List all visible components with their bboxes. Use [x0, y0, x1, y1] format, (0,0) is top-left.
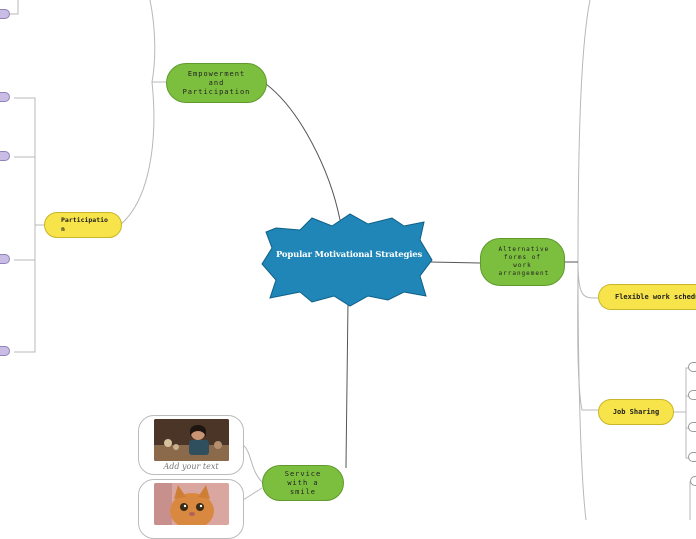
collapsed-child-node[interactable]: [0, 92, 10, 102]
node-job-sharing[interactable]: Job Sharing: [598, 399, 674, 425]
barista-photo: [154, 419, 229, 461]
node-participation[interactable]: Participatio n: [44, 212, 122, 238]
node-job-sharing-label: Job Sharing: [612, 407, 660, 416]
central-starburst[interactable]: [261, 213, 433, 307]
node-empowerment-participation[interactable]: Empowerment and Participation: [166, 63, 267, 103]
node-empowerment-label: Empowerment and Participation: [182, 69, 251, 96]
collapsed-child-node[interactable]: [690, 476, 696, 486]
image-card-cat[interactable]: [138, 479, 244, 539]
collapsed-child-node[interactable]: [0, 254, 10, 264]
image-card-barista[interactable]: Add your text: [138, 415, 244, 475]
node-service-label: Service with a smile: [284, 469, 322, 496]
collapsed-child-node[interactable]: [688, 422, 696, 432]
mind-map-canvas: [0, 0, 696, 520]
node-flexible-work-schedule[interactable]: Flexible work schedu: [598, 284, 696, 310]
collapsed-child-node[interactable]: [0, 151, 10, 161]
node-flexible-label: Flexible work schedu: [615, 292, 696, 301]
collapsed-child-node[interactable]: [0, 9, 10, 19]
collapsed-child-node[interactable]: [0, 346, 10, 356]
collapsed-child-node[interactable]: [688, 390, 696, 400]
node-participation-label: Participatio n: [61, 216, 108, 233]
central-topic-label: Popular Motivational Strategies: [275, 250, 423, 260]
collapsed-child-node[interactable]: [688, 452, 696, 462]
cat-photo: [154, 483, 229, 525]
node-alternative-work[interactable]: Alternative forms of work arrangement: [480, 238, 565, 286]
node-service-smile[interactable]: Service with a smile: [262, 465, 344, 501]
branch-lines-primary: [265, 83, 578, 468]
node-alternative-label: Alternative forms of work arrangement: [498, 246, 550, 277]
collapsed-child-node[interactable]: [688, 362, 696, 372]
image-card-caption: Add your text: [163, 462, 219, 471]
